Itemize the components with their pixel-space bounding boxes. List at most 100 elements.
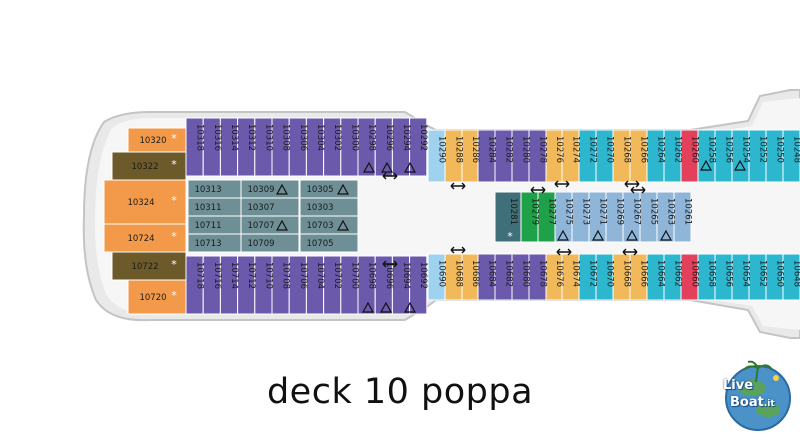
cabin-label-10711: 10711 [194,221,221,231]
suite-star-icon-10722: * [171,258,177,271]
cabin-label-10682: 10682 [504,260,514,287]
cabin-label-10690: 10690 [437,260,447,287]
cabin-label-10248: 10248 [792,136,800,163]
cabin-label-10288: 10288 [454,136,464,163]
cabin-label-10271: 10271 [598,198,608,225]
cabin-label-10252: 10252 [758,136,768,163]
connecting-door-icon [622,248,638,256]
accessible-triangle-icon [733,159,747,171]
cabin-10292 [409,117,428,177]
connecting-door-icon [630,186,646,194]
suite-star-icon-10281: * [507,230,513,243]
accessible-triangle-icon [403,161,417,173]
cabin-label-10707: 10707 [247,221,274,231]
cabin-label-10296: 10296 [384,124,394,151]
cabin-label-10320: 10320 [139,136,166,146]
cabin-label-10273: 10273 [581,198,591,225]
cabin-label-10668: 10668 [622,260,632,287]
cabin-label-10268: 10268 [622,136,632,163]
connecting-door-icon [554,180,570,188]
cabin-label-10678: 10678 [538,260,548,287]
cabin-label-10660: 10660 [690,260,700,287]
cabin-label-10648: 10648 [792,260,800,287]
accessible-triangle-icon [380,161,394,173]
cabin-10724 [103,223,187,253]
cabin-label-10266: 10266 [639,136,649,163]
suite-star-icon-10322: * [171,158,177,171]
cabin-label-10309: 10309 [247,185,274,195]
cabin-label-10724: 10724 [127,234,154,244]
cabin-label-10313: 10313 [194,185,221,195]
cabin-label-10265: 10265 [649,198,659,225]
cabin-label-10662: 10662 [673,260,683,287]
accessible-triangle-icon [699,159,713,171]
logo-text-line1: Live [723,378,754,393]
cabin-10248 [782,129,800,183]
cabin-label-10261: 10261 [683,198,693,225]
cabin-label-10300: 10300 [349,124,359,151]
cabin-label-10311: 10311 [194,203,221,213]
cabin-label-10652: 10652 [758,260,768,287]
cabin-10320 [127,127,187,153]
cabin-label-10276: 10276 [554,136,564,163]
cabin-10648 [782,253,800,301]
cabin-label-10275: 10275 [564,198,574,225]
cabin-label-10279: 10279 [530,198,540,225]
cabin-label-10658: 10658 [707,260,717,287]
cabin-label-10712: 10712 [246,262,256,289]
cabin-label-10314: 10314 [229,124,239,151]
cabin-label-10312: 10312 [246,124,256,151]
cabin-label-10656: 10656 [724,260,734,287]
cabin-10709 [240,233,300,253]
cabin-10322 [111,151,187,181]
cabin-label-10307: 10307 [247,203,274,213]
cabin-label-10270: 10270 [605,136,615,163]
cabin-label-10722: 10722 [131,262,158,272]
accessible-triangle-icon-10263 [659,229,673,241]
accessible-triangle-icon [403,301,417,313]
cabin-label-10666: 10666 [639,260,649,287]
cabin-label-10708: 10708 [281,262,291,289]
suite-star-icon-10724: * [171,230,177,243]
cabin-label-10670: 10670 [605,260,615,287]
connecting-door-icon [624,180,640,188]
connecting-door-icon [450,246,466,254]
cabin-label-10720: 10720 [139,293,166,303]
connecting-door-icon [382,260,398,268]
cabin-label-10282: 10282 [504,136,514,163]
connecting-door-icon [530,186,546,194]
cabin-label-10324: 10324 [127,198,154,208]
connecting-door-icon [556,248,572,256]
accessible-triangle-icon [379,301,393,313]
cabin-label-10264: 10264 [656,136,666,163]
connecting-door-icon [382,172,398,180]
logo-text-main: Boat [730,395,764,410]
cabin-label-10674: 10674 [571,260,581,287]
cabin-label-10303: 10303 [306,203,333,213]
cabin-label-10680: 10680 [521,260,531,287]
cabin-label-10686: 10686 [470,260,480,287]
cabin-label-10709: 10709 [247,239,274,249]
deck-title: deck 10 poppa [266,372,534,412]
cabin-label-10280: 10280 [521,136,531,163]
logo-palm-icon [743,360,773,383]
connecting-door-icon [450,182,466,190]
cabin-label-10710: 10710 [263,262,273,289]
logo-text-line2: Boat.it [730,395,775,410]
cabin-label-10267: 10267 [632,198,642,225]
cabin-label-10310: 10310 [263,124,273,151]
cabin-label-10306: 10306 [298,124,308,151]
cabin-label-10702: 10702 [332,262,342,289]
cabin-label-10692: 10692 [418,262,428,289]
cabin-label-10654: 10654 [741,260,751,287]
accessible-triangle-icon [361,301,375,313]
cabin-label-10277: 10277 [547,198,557,225]
cabin-label-10704: 10704 [315,262,325,289]
cabin-label-10705: 10705 [306,239,333,249]
cabin-label-10298: 10298 [367,124,377,151]
accessible-triangle-icon-10267 [625,229,639,241]
cabin-label-10718: 10718 [195,262,205,289]
cabin-label-10281: 10281 [508,198,518,225]
cabin-label-10676: 10676 [554,260,564,287]
accessible-triangle-icon-10707 [275,219,289,231]
